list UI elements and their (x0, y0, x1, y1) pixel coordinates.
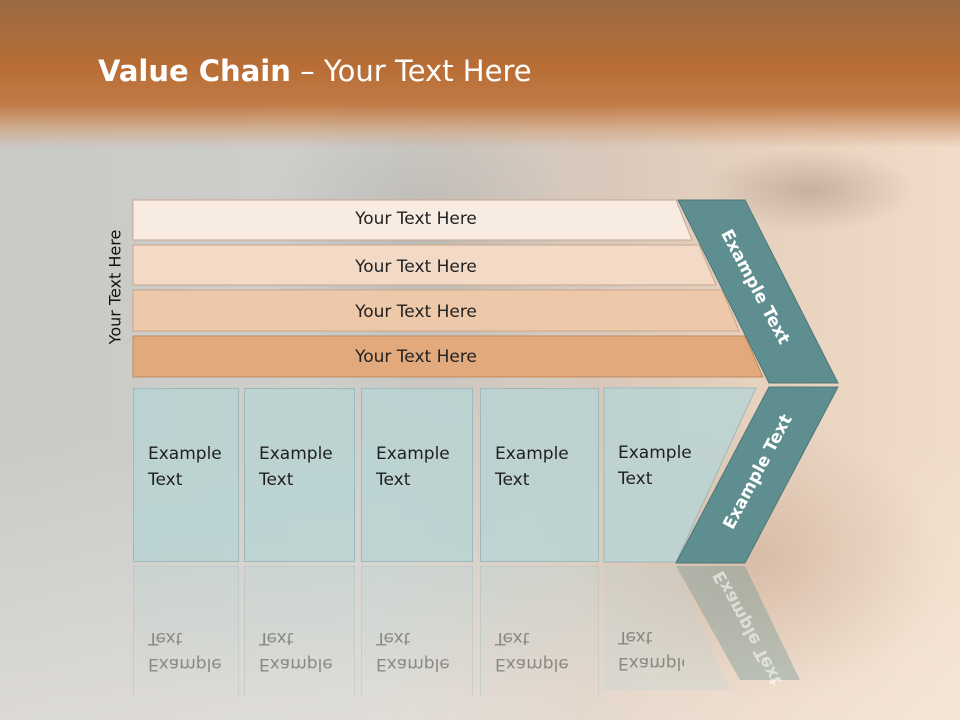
tab-3-shape[interactable] (132, 289, 740, 332)
box-4-reflection-line-2: Text (495, 628, 530, 648)
box-5-line-2: Text (618, 469, 653, 489)
box-2-line-1: Example (259, 444, 333, 464)
box-4-line-1: Example (495, 444, 569, 464)
tab-2-label: Your Text Here (355, 257, 477, 277)
box-3-reflection-line-1: Example (376, 654, 450, 674)
page-title: Value Chain – Your Text Here (98, 54, 532, 88)
box-2-reflection-line-2: Text (259, 628, 294, 648)
box-3-reflection: Example Text (361, 566, 473, 696)
box-5-reflection-line-1: Example (618, 653, 684, 673)
box-1-line-2: Text (148, 470, 183, 490)
box-5-reflection-text: Example Text (618, 624, 684, 676)
tab-1-label: Your Text Here (355, 209, 477, 229)
box-4-reflection-text: Example Text (495, 625, 590, 677)
box-1-reflection: Example Text (133, 566, 239, 696)
title-bar: Value Chain – Your Text Here (0, 0, 960, 148)
box-3-line-1: Example (376, 444, 450, 464)
tab-2-shape[interactable] (132, 244, 717, 286)
tab-3-label: Your Text Here (355, 302, 477, 322)
box-4-reflection: Example Text (480, 566, 599, 696)
title-bold: Value Chain (98, 54, 291, 88)
box-4-reflection-line-1: Example (495, 654, 569, 674)
tab-4-shape[interactable] (132, 335, 764, 378)
box-5-reflection-line-2: Text (618, 627, 653, 647)
box-5-line-1: Example (618, 443, 692, 463)
chevron-lower-shape[interactable] (675, 386, 839, 564)
chevron-upper-shape[interactable] (677, 199, 839, 384)
box-1-reflection-line-2: Text (148, 628, 183, 648)
box-2-line-2: Text (259, 470, 294, 490)
box-3-line-2: Text (376, 470, 411, 490)
box-4-line-2: Text (495, 470, 530, 490)
box-1-reflection-text: Example Text (148, 625, 238, 677)
box-2-reflection-text: Example Text (259, 625, 354, 677)
box-2-reflection-line-1: Example (259, 654, 333, 674)
box-5-reflection: Example Text (604, 566, 684, 696)
title-rest: Your Text Here (323, 54, 532, 88)
title-separator: – (290, 54, 324, 88)
tab-1-shape[interactable] (132, 199, 693, 241)
box-2-reflection: Example Text (244, 566, 355, 696)
chevron-reflection (676, 566, 800, 680)
box-3-reflection-line-2: Text (376, 628, 411, 648)
box-3-reflection-text: Example Text (376, 625, 471, 677)
box-5-reflection-shape (604, 566, 730, 690)
box-1-reflection-line-1: Example (148, 654, 222, 674)
tab-4-label: Your Text Here (355, 347, 477, 367)
box-1-line-1: Example (148, 444, 222, 464)
